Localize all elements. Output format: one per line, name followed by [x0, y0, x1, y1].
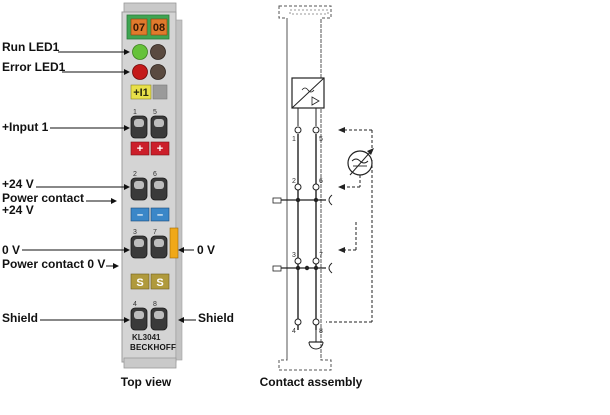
shield-mark-left: S — [136, 277, 143, 289]
clamp-row-2: 2 6 — [130, 171, 168, 201]
svg-text:4: 4 — [133, 301, 137, 308]
run-led — [132, 44, 148, 60]
minus-marker-left — [130, 207, 150, 222]
svg-text:6: 6 — [319, 178, 323, 185]
plus-marker-right — [150, 141, 170, 156]
external-wiring — [326, 127, 374, 323]
terminal-body — [121, 11, 177, 363]
label-0v-left: 0 V — [2, 243, 20, 257]
label-run-led1: Run LED1 — [2, 40, 60, 54]
caption-contact-assembly: Contact assembly — [260, 375, 363, 389]
brand-label: BECKHOFF — [130, 343, 176, 352]
svg-text:6: 6 — [153, 171, 157, 178]
svg-text:2: 2 — [292, 178, 296, 185]
label-0v-right: 0 V — [197, 243, 215, 257]
led-number-08-label: 08 — [153, 22, 165, 34]
svg-text:5: 5 — [153, 109, 157, 116]
label-power-contact-24v: +24 V — [2, 203, 34, 217]
label-input1: +Input 1 — [2, 120, 49, 134]
svg-text:5: 5 — [319, 136, 323, 143]
contact-assembly: 1 5 2 6 3 7 4 8 — [272, 5, 333, 371]
label-24v: +24 V — [2, 177, 34, 191]
terminal-top-view: 07 08 +I1 + + – – S S — [121, 2, 183, 369]
plus-mark-left: + — [137, 143, 143, 155]
orange-side-tab — [169, 227, 179, 259]
label-shield-right: Shield — [198, 311, 234, 325]
led-off-2 — [150, 64, 166, 80]
svg-text:7: 7 — [153, 229, 157, 236]
svg-text:4: 4 — [292, 328, 296, 335]
plus-marker-left — [130, 141, 150, 156]
clamp-row-1: 1 5 — [130, 109, 168, 139]
shield-marker-right — [150, 273, 170, 290]
minus-mark-right: – — [157, 209, 163, 221]
right-labels: 0 V Shield — [178, 243, 234, 325]
minus-mark-left: – — [137, 209, 143, 221]
contact-points: 1 5 2 6 3 7 4 8 — [292, 126, 323, 335]
label-power-contact: Power contact — [2, 191, 84, 205]
svg-text:8: 8 — [319, 328, 323, 335]
model-label: KL3041 — [132, 333, 161, 342]
error-led — [132, 64, 148, 80]
clamp-row-3: 3 7 — [130, 229, 168, 259]
label-error-led1: Error LED1 — [2, 60, 66, 74]
minus-marker-right — [150, 207, 170, 222]
caption-top-view: Top view — [121, 375, 172, 389]
label-shield-left: Shield — [2, 311, 38, 325]
svg-text:2: 2 — [133, 171, 137, 178]
svg-text:7: 7 — [319, 252, 323, 259]
input-marker-blank — [152, 84, 168, 100]
led-number-08 — [150, 18, 168, 36]
label-power-contact-0v: Power contact 0 V — [2, 257, 105, 271]
plus-mark-right: + — [157, 143, 163, 155]
left-labels: Run LED1 Error LED1 +Input 1 +24 V Power… — [2, 40, 130, 325]
input-marker-label: +I1 — [133, 87, 149, 99]
svg-text:1: 1 — [133, 109, 137, 116]
bottom-clip — [123, 357, 177, 369]
terminal-side-rib — [175, 19, 183, 361]
clamp-row-4: 4 8 — [130, 301, 168, 331]
led-number-07-label: 07 — [133, 22, 145, 34]
shield-mark-right: S — [156, 277, 163, 289]
shield-marker-left — [130, 273, 150, 290]
svg-text:1: 1 — [292, 136, 296, 143]
svg-text:3: 3 — [292, 252, 296, 259]
svg-text:3: 3 — [133, 229, 137, 236]
svg-text:8: 8 — [153, 301, 157, 308]
input-marker — [130, 84, 152, 100]
led-number-07 — [130, 18, 148, 36]
led-off-1 — [150, 44, 166, 60]
